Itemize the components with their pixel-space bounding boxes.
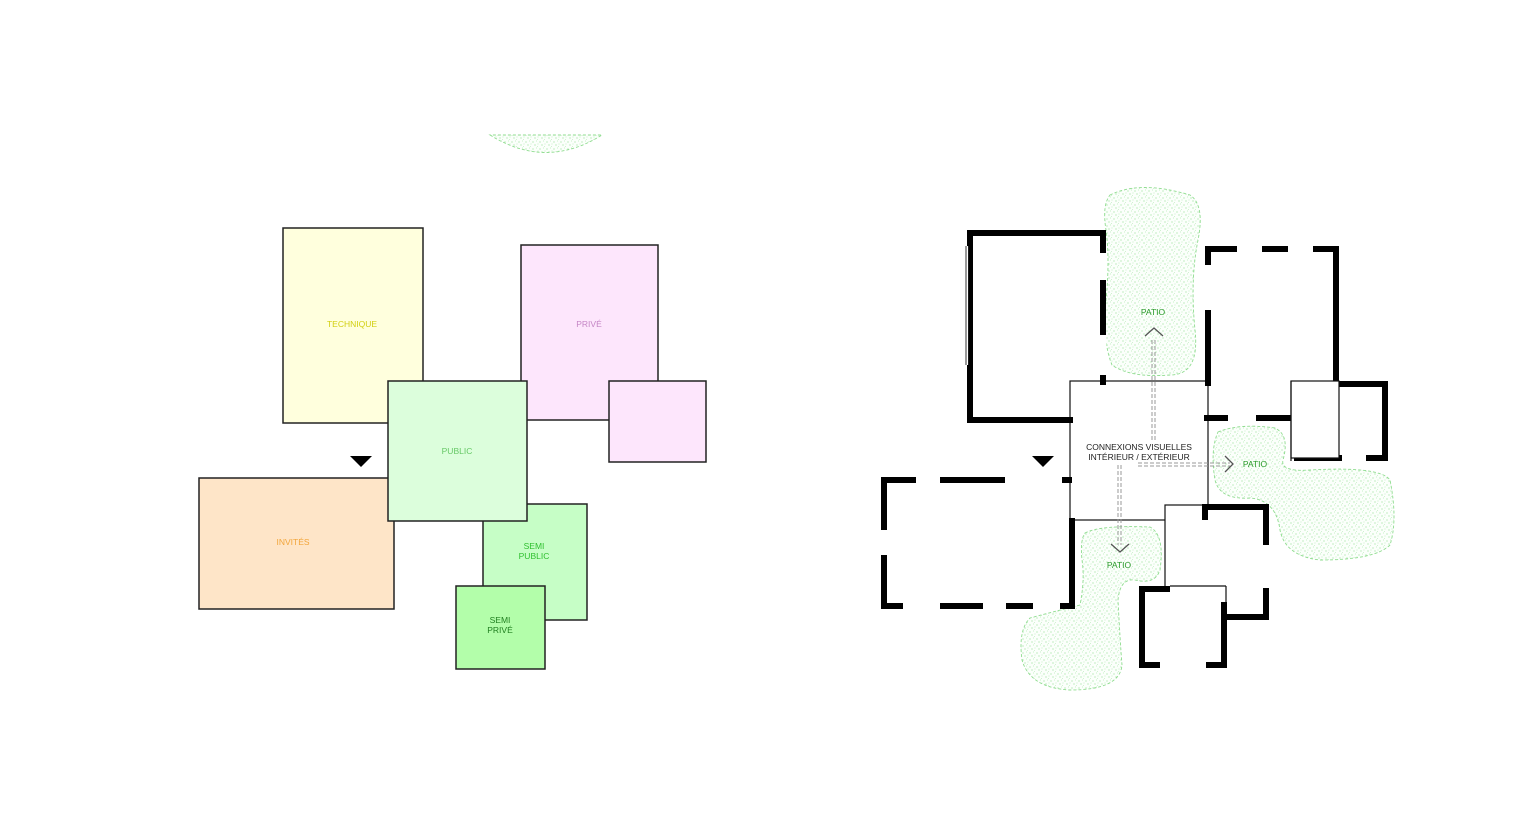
room-d <box>880 476 1075 610</box>
zoning-diagram: TECHNIQUE INVITÉS PRIVÉ SEMI PUBLIC PUBL… <box>198 227 707 670</box>
central-hall <box>1069 380 1209 521</box>
zone-invites: INVITÉS <box>198 477 395 610</box>
zone-label: PRIVÉ <box>576 319 602 329</box>
room-e-walls <box>1202 504 1270 620</box>
patio-label-south: PATIO <box>1107 560 1132 570</box>
entrance-triangle-icon <box>1032 456 1054 467</box>
zone-label: SEMI <box>524 541 545 551</box>
arrow-right-icon <box>1224 455 1234 473</box>
zone-label: PUBLIC <box>519 551 550 561</box>
room-b <box>1204 245 1388 462</box>
patio-label-north: PATIO <box>1141 307 1166 317</box>
patio-north <box>1104 187 1201 376</box>
center-label: INTÉRIEUR / EXTÉRIEUR <box>1088 452 1190 462</box>
floor-plan: CONNEXIONS VISUELLES INTÉRIEUR / EXTÉRIE… <box>880 187 1395 691</box>
zone-technique: TECHNIQUE <box>282 227 424 424</box>
partial-patio-arc <box>488 134 604 153</box>
zone-public: PUBLIC <box>387 380 528 522</box>
zone-prive: PRIVÉ <box>520 244 707 463</box>
zone-label: PRIVÉ <box>487 625 513 635</box>
zone-label: TECHNIQUE <box>327 319 377 329</box>
patio-south <box>1020 526 1162 691</box>
entrance-triangle-icon <box>350 456 372 467</box>
visual-connection-lines <box>1117 338 1230 545</box>
center-label: CONNEXIONS VISUELLES <box>1086 442 1192 452</box>
room-a <box>965 230 1107 423</box>
patio-label-east: PATIO <box>1243 459 1268 469</box>
zone-label: PUBLIC <box>442 446 473 456</box>
arrow-up-icon <box>1144 327 1164 337</box>
patio-east <box>1212 425 1395 561</box>
zone-prive-annex <box>608 380 707 463</box>
zone-label: INVITÉS <box>276 537 309 547</box>
zone-semi-prive: SEMI PRIVÉ <box>455 585 546 670</box>
arrow-down-icon <box>1110 543 1130 553</box>
zone-label: SEMI <box>490 615 511 625</box>
room-f <box>1139 585 1227 669</box>
